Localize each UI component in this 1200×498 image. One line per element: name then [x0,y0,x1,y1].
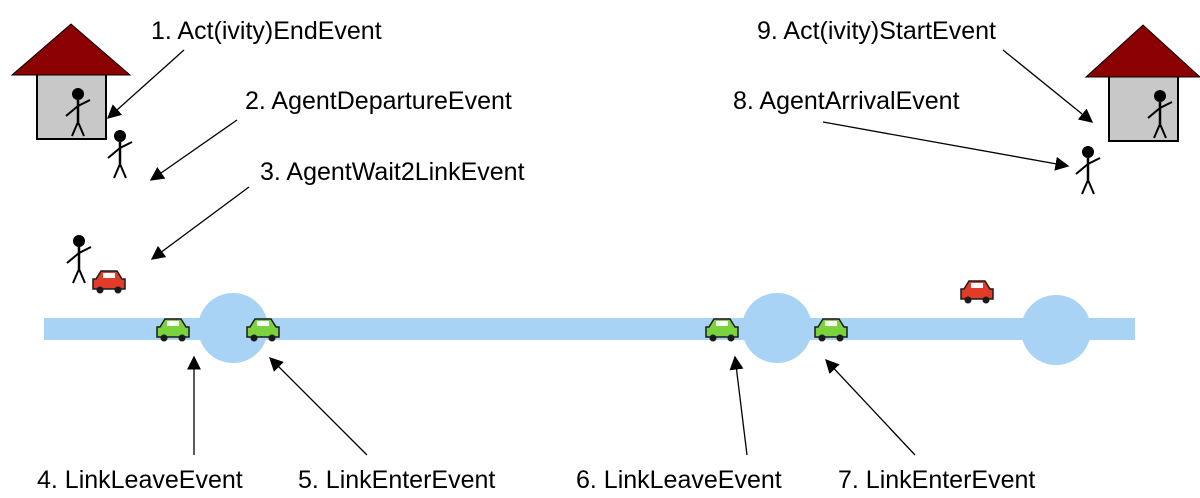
event-arrows [106,49,1094,456]
car-icon [92,270,126,295]
arrow-e7 [825,358,916,456]
label-link-enter-event-2: 7. LinkEnterEvent [838,466,1035,494]
road-node-1 [198,293,268,363]
arrow-e3 [150,186,250,260]
person-icon [65,233,93,285]
road-node-3 [1021,295,1091,365]
person-icon [1074,144,1102,196]
label-act-start-event: 9. Act(ivity)StartEvent [757,17,996,45]
arrow-e9 [1002,49,1094,123]
person-icon [106,128,134,180]
label-agent-wait2link-event: 3. AgentWait2LinkEvent [260,158,525,186]
label-link-enter-event-1: 5. LinkEnterEvent [298,466,495,494]
label-link-leave-event-1: 4. LinkLeaveEvent [37,466,243,494]
road-node-2 [742,293,812,363]
road-network [44,293,1135,365]
label-agent-arrival-event: 8. AgentArrivalEvent [733,87,960,115]
car-icon [960,280,994,305]
arrow-e8 [822,121,1070,171]
arrow-e2 [149,119,238,181]
arrow-e5 [269,357,368,456]
label-link-leave-event-2: 6. LinkLeaveEvent [576,466,782,494]
house-icon [10,23,132,140]
label-agent-departure-event: 2. AgentDepartureEvent [245,87,512,115]
arrow-e6 [729,355,748,456]
label-act-end-event: 1. Act(ivity)EndEvent [151,17,382,45]
arrow-e1 [106,49,185,119]
house-icon [1084,24,1200,142]
road-link [44,318,1135,340]
